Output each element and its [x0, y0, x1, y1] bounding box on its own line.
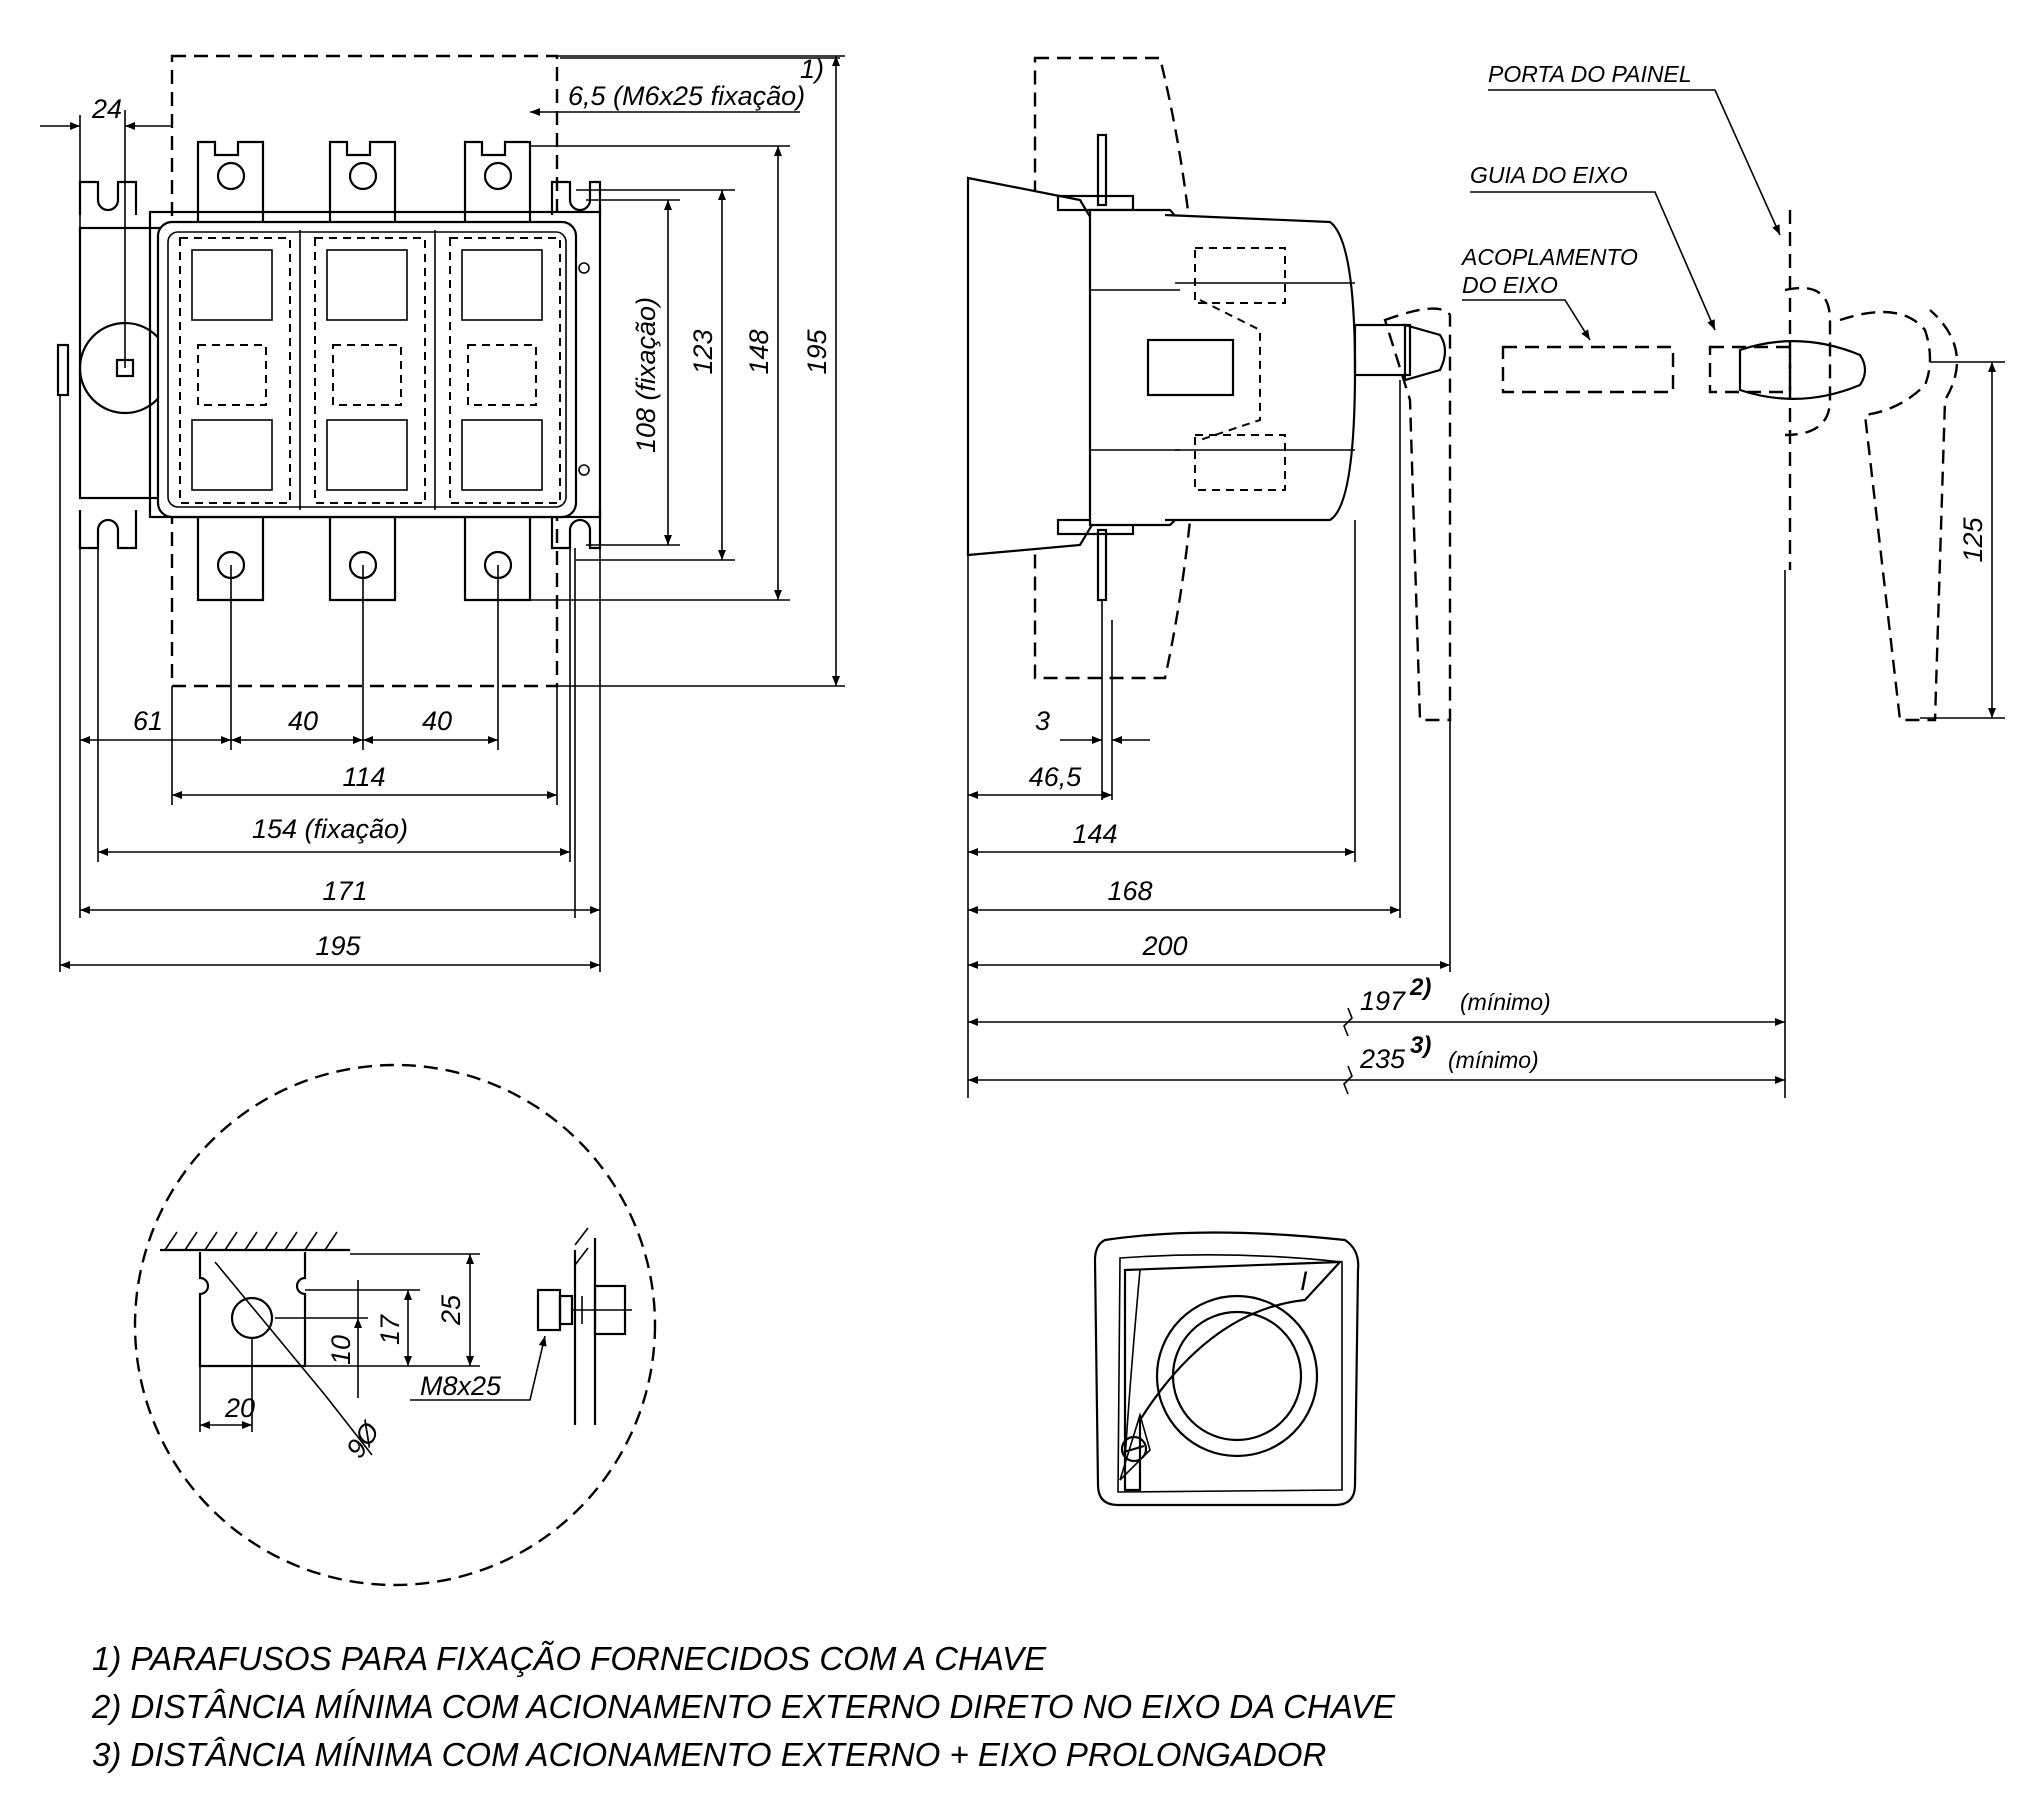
detail-circle-dashed	[133, 1063, 657, 1587]
label-panel-door: PORTA DO PAINEL	[1488, 61, 1692, 87]
dim-197: 197	[1360, 986, 1406, 1016]
dim-20: 20	[224, 1393, 255, 1423]
dim-46-5: 46,5	[1029, 762, 1083, 792]
side-shaft	[1353, 323, 1412, 377]
dim-24: 24	[91, 94, 122, 124]
label-coupling-line1: ACOPLAMENTO	[1460, 244, 1638, 270]
side-window	[1146, 338, 1235, 397]
shaft-guide	[1708, 345, 1792, 394]
detail-hole	[230, 1296, 274, 1340]
dim-25: 25	[436, 1294, 466, 1326]
side-tab	[56, 343, 70, 397]
handle-knob-outer	[1155, 1294, 1319, 1458]
note-3: 3) DISTÂNCIA MÍNIMA COM ACIONAMENTO EXTE…	[92, 1736, 1326, 1773]
label-shaft-guide: GUIA DO EIXO	[1470, 162, 1628, 188]
note-1: 1) PARAFUSOS PARA FIXAÇÃO FORNECIDOS COM…	[92, 1640, 1047, 1677]
dim-17: 17	[375, 1314, 405, 1345]
pole-internals	[179, 230, 561, 510]
side-view: PORTA DO PAINEL GUIA DO EIXO ACOPLAMENTO…	[966, 56, 2005, 1098]
handle-knob-inner	[1171, 1310, 1303, 1442]
dim-144: 144	[1072, 819, 1117, 849]
footnotes: 1) PARAFUSOS PARA FIXAÇÃO FORNECIDOS COM…	[91, 1640, 1396, 1773]
ref-2: 2)	[1409, 974, 1431, 1001]
dim-148: 148	[744, 329, 774, 374]
dim-168: 168	[1107, 876, 1152, 906]
dim-200: 200	[1141, 931, 1187, 961]
dim-195-vertical: 195	[802, 328, 832, 374]
ref-3: 3)	[1410, 1032, 1431, 1059]
guide-shaft-end	[1738, 340, 1867, 400]
note-2: 2) DISTÂNCIA MÍNIMA COM ACIONAMENTO EXTE…	[91, 1688, 1396, 1725]
dim-40-b: 40	[422, 706, 452, 736]
side-handle-dashed	[1383, 307, 1452, 722]
switch-body	[156, 220, 578, 519]
min-b: (mínimo)	[1448, 1047, 1539, 1073]
side-base	[966, 176, 1097, 557]
dim-10: 10	[326, 1335, 356, 1365]
dim-108: 108 (fixação)	[631, 297, 661, 453]
mount-detail: 9Ø 10 17 25 20 M8x25	[133, 1063, 657, 1587]
bolt-head	[536, 1288, 562, 1332]
dim-123: 123	[688, 329, 718, 374]
dim-171: 171	[322, 876, 367, 906]
dim-61: 61	[133, 706, 163, 736]
switch-body-inner	[167, 231, 567, 508]
dim-235: 235	[1359, 1044, 1406, 1074]
lock-screw	[1120, 1435, 1148, 1463]
label-coupling-line2: DO EIXO	[1462, 272, 1558, 298]
handle-front: I	[1093, 1231, 1360, 1507]
dim-114: 114	[342, 762, 385, 792]
bolt-spec: M8x25	[420, 1371, 502, 1401]
dim-154: 154 (fixação)	[252, 814, 408, 844]
dim-3: 3	[1035, 706, 1050, 736]
handle-plate	[1093, 1231, 1360, 1507]
dim-125: 125	[1958, 516, 1988, 562]
side-handle-hub	[1403, 323, 1447, 382]
shaft-coupling	[1501, 345, 1675, 394]
handle-on-mark: I	[1300, 1266, 1308, 1296]
min-a: (mínimo)	[1460, 989, 1551, 1015]
terminals-bottom	[196, 517, 532, 602]
outer-handle-dashed	[1839, 309, 1959, 722]
dim-mount-screw: 6,5 (M6x25 fixação)	[568, 81, 805, 111]
left-mount-bracket	[78, 226, 162, 500]
dim-40-a: 40	[288, 706, 318, 736]
footnote-ref-1: 1)	[800, 54, 824, 84]
front-view: 24 1) 6,5 (M6x25 fixação) 108 (fixação) …	[40, 54, 845, 972]
terminals-top	[196, 140, 532, 222]
handle-grip	[1123, 1260, 1343, 1492]
dim-195-horizontal: 195	[315, 931, 361, 961]
